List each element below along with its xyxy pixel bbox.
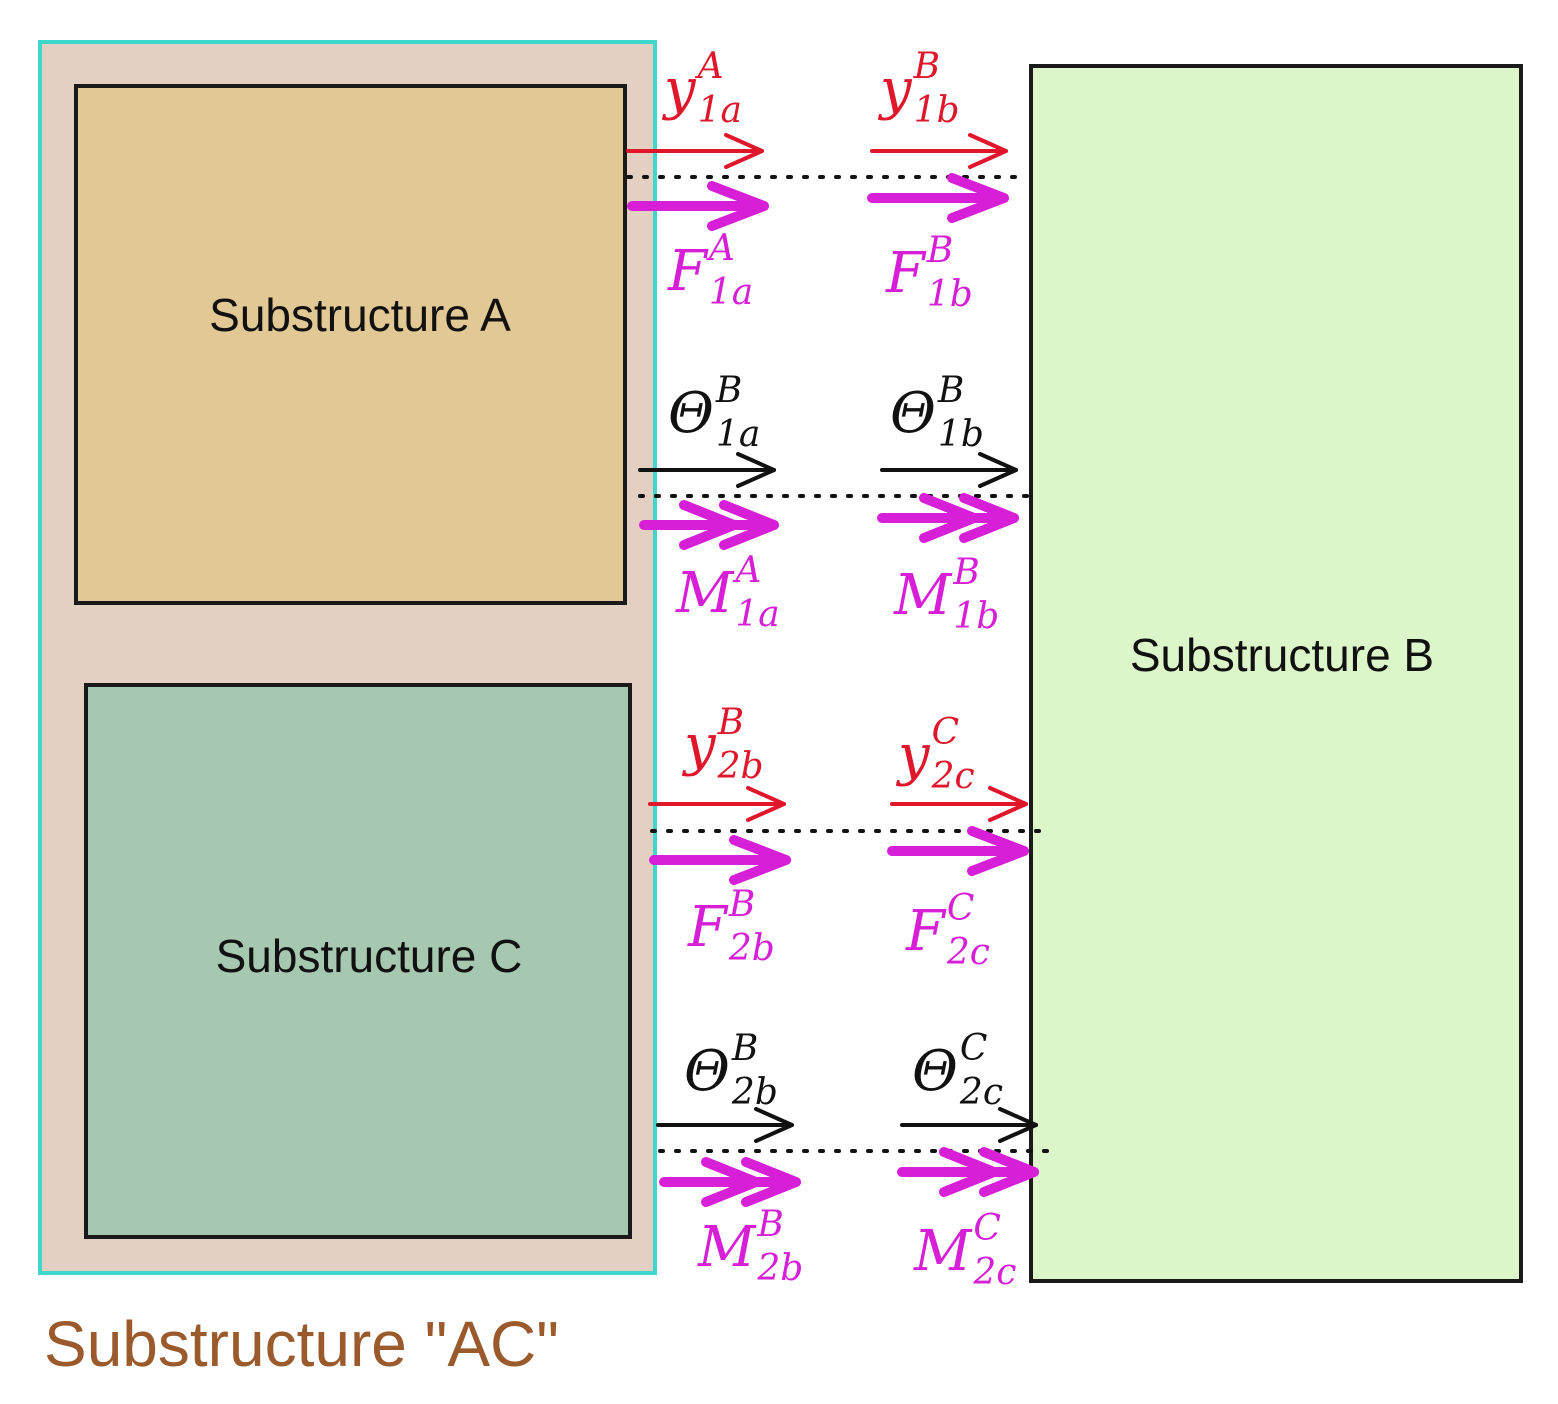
symbol-subscript: 2c [931,756,975,797]
symbol-subscript: 1b [938,414,984,455]
symbol-subscript: 1a [698,90,742,131]
symbol-subscript: 1b [953,596,999,637]
symbol-superscript: B [937,370,964,411]
symbol-superscript: C [947,888,975,929]
symbol-subscript: 1a [709,272,753,313]
symbol-base: Θ [890,381,936,446]
moment-arrow-m1a [639,500,779,550]
force-arrow-f2b [649,835,791,885]
symbol-superscript: C [932,712,960,753]
displacement-arrow-y1a [626,133,764,169]
symbol-base: Θ [684,1039,730,1104]
substructure-b-box [1029,64,1523,1283]
rotation-arrow-t2c [900,1107,1038,1143]
force-arrow-f2c [887,826,1029,876]
displacement-arrow-y2c [890,786,1028,822]
symbol-base: F [905,899,947,964]
symbol-base: y [895,723,931,788]
symbol-subscript: 2b [728,928,775,969]
symbol-superscript: B [913,46,940,87]
displacement-arrow-y2b [648,786,786,822]
substructure-a-box [74,84,627,605]
symbol-superscript: A [695,46,724,87]
symbol-subscript: 2b [717,746,764,787]
displacement-arrow-y1b [870,133,1008,169]
symbol-base: M [913,1219,973,1284]
symbol-base: y [681,713,717,778]
rotation-arrow-t1b [880,452,1018,488]
symbol-base: F [885,241,927,306]
symbol-base: y [661,57,697,122]
symbol-base: F [687,895,729,960]
substructure-b-label: Substructure B [1130,629,1434,681]
symbol-superscript: B [926,230,953,271]
symbol-superscript: B [731,1028,758,1069]
symbol-base: Θ [912,1039,958,1104]
rotation-arrow-t1a [638,452,776,488]
symbol-base: M [675,561,735,626]
symbol-subscript: 2b [731,1072,778,1113]
symbol-subscript: 1a [735,594,779,635]
symbol-superscript: B [717,702,744,743]
symbol-base: y [877,57,913,122]
moment-arrow-m1b [877,493,1019,543]
force-arrow-f1a [627,181,769,231]
symbol-subscript: 1a [716,414,760,455]
symbol-base: Θ [668,381,714,446]
symbol-superscript: B [715,370,742,411]
symbol-subscript: 2c [946,932,990,973]
symbol-superscript: C [973,1208,1001,1249]
symbol-subscript: 1b [914,90,960,131]
symbol-base: F [667,239,709,304]
symbol-superscript: A [706,228,735,269]
substructure-ac-label: Substructure "AC" [44,1308,559,1380]
symbol-subscript: 2c [959,1072,1003,1113]
substructure-a-label: Substructure A [209,289,511,341]
symbol-superscript: B [952,552,979,593]
moment-arrow-m2c [897,1147,1039,1197]
substructure-c-label: Substructure C [216,930,523,982]
symbol-superscript: C [960,1028,988,1069]
substructure-c-box [84,683,632,1239]
moment-arrow-m2b [659,1157,801,1207]
rotation-arrow-t2b [656,1107,794,1143]
symbol-base: M [893,563,953,628]
force-arrow-f1b [867,173,1009,223]
symbol-superscript: B [728,884,755,925]
symbol-subscript: 2c [972,1252,1016,1293]
symbol-superscript: A [732,550,761,591]
symbol-superscript: B [756,1204,783,1245]
symbol-base: M [697,1215,757,1280]
symbol-subscript: 2b [756,1248,803,1289]
symbol-subscript: 1b [927,274,973,315]
